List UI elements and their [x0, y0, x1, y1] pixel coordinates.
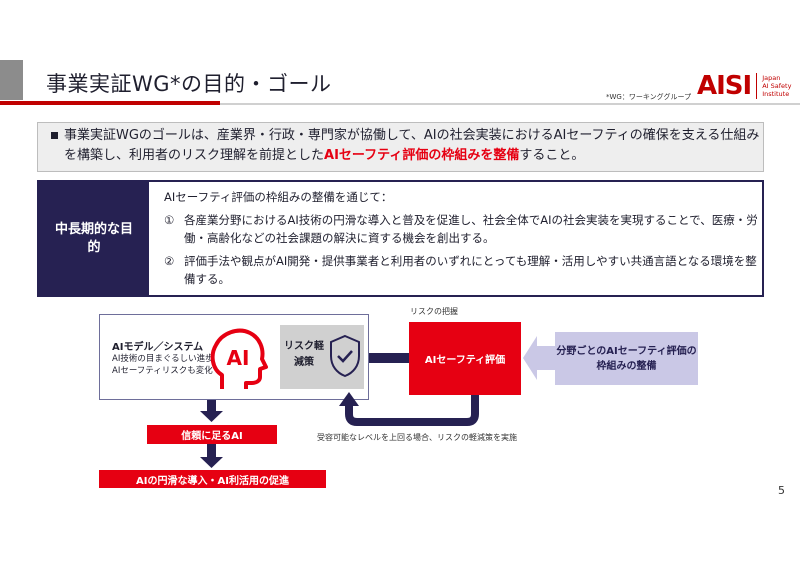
goal-text: 事業実証WGのゴールは、産業界・行政・専門家が協働して、AIの社会実装におけるA… [64, 126, 760, 166]
goal-highlight: AIセーフティ評価の枠組みを整備 [324, 148, 520, 163]
page-title: 事業実証WG*の目的・ゴール [46, 72, 332, 96]
ai-head-icon: AI [210, 328, 268, 389]
down-arrow-icon [200, 457, 223, 468]
model-sub-line: AI技術の目まぐるしい進歩 [112, 354, 214, 364]
purpose-body: AIセーフティ評価の枠組みの整備を通じて： ① 各産業分野におけるAI技術の円滑… [164, 188, 759, 288]
down-arrow-stem [207, 400, 216, 412]
logo-sub-line: Institute [762, 90, 790, 98]
model-title: AIモデル／システム [112, 342, 204, 353]
down-arrow-stem [207, 444, 216, 458]
purpose-item: ② 評価手法や観点がAI開発・提供事業者と利用者のいずれにとっても理解・活用しや… [164, 252, 759, 288]
risk-grasp-label: リスクの把握 [410, 307, 458, 316]
purpose-label: 中長期的な目的 [39, 182, 149, 295]
risk-mitigation-box: リスク軽減策 [280, 325, 364, 389]
aisi-logo: AISI Japan AI Safety Institute [697, 70, 791, 102]
acceptance-note: 受容可能なレベルを上回る場合、リスクの軽減策を実施 [317, 433, 517, 442]
promotion-box: AIの円滑な導入・AI利活用の促進 [99, 470, 326, 488]
goal-box: 事業実証WGのゴールは、産業界・行政・専門家が協働して、AIの社会実装におけるA… [37, 122, 764, 172]
purpose-item-number: ① [164, 213, 175, 227]
connector-arrow [369, 353, 409, 363]
purpose-intro: AIセーフティ評価の枠組みの整備を通じて： [164, 190, 393, 204]
purpose-item: ① 各産業分野におけるAI技術の円滑な導入と普及を促進し、社会全体でAIの社会実… [164, 211, 759, 247]
goal-text-part: すること。 [519, 148, 585, 163]
logo-main-text: AISI [697, 71, 752, 101]
title-accent-bar [0, 101, 220, 105]
goal-text-part: 事業実証WGのゴールは、産業界・行政・専門家が協働して、AIの社会実装におけるA… [64, 128, 760, 163]
goal-bullet [51, 132, 58, 139]
purpose-item-number: ② [164, 254, 175, 268]
purpose-box: 中長期的な目的 AIセーフティ評価の枠組みの整備を通じて： ① 各産業分野におけ… [37, 180, 764, 297]
logo-separator [756, 73, 758, 99]
page-number: 5 [778, 484, 785, 497]
shield-check-icon [330, 334, 360, 378]
ai-head-label: AI [227, 346, 250, 370]
model-sub-line: AIセーフティリスクも変化 [112, 366, 213, 376]
wg-footnote: *WG：ワーキンググループ [606, 93, 692, 101]
down-arrow-icon [200, 411, 223, 422]
left-arrow-icon [523, 336, 555, 380]
risk-mitigation-label: リスク軽減策 [284, 341, 324, 368]
title-side-tab [0, 60, 23, 100]
safety-evaluation-box: AIセーフティ評価 [409, 322, 521, 395]
logo-sub-line: AI Safety [762, 82, 792, 90]
framework-box: 分野ごとのAIセーフティ評価の枠組みの整備 [555, 332, 698, 385]
trustworthy-ai-box: 信頼に足るAI [147, 425, 277, 444]
logo-sub-line: Japan [762, 74, 781, 82]
model-subtext: AI技術の目まぐるしい進歩 AIセーフティリスクも変化 [112, 353, 214, 377]
purpose-item-text: 評価手法や観点がAI開発・提供事業者と利用者のいずれにとっても理解・活用しやすい… [184, 254, 757, 286]
logo-subtext: Japan AI Safety Institute [762, 74, 791, 98]
title-underline [0, 103, 800, 105]
purpose-item-text: 各産業分野におけるAI技術の円滑な導入と普及を促進し、社会全体でAIの社会実装を… [184, 213, 758, 245]
